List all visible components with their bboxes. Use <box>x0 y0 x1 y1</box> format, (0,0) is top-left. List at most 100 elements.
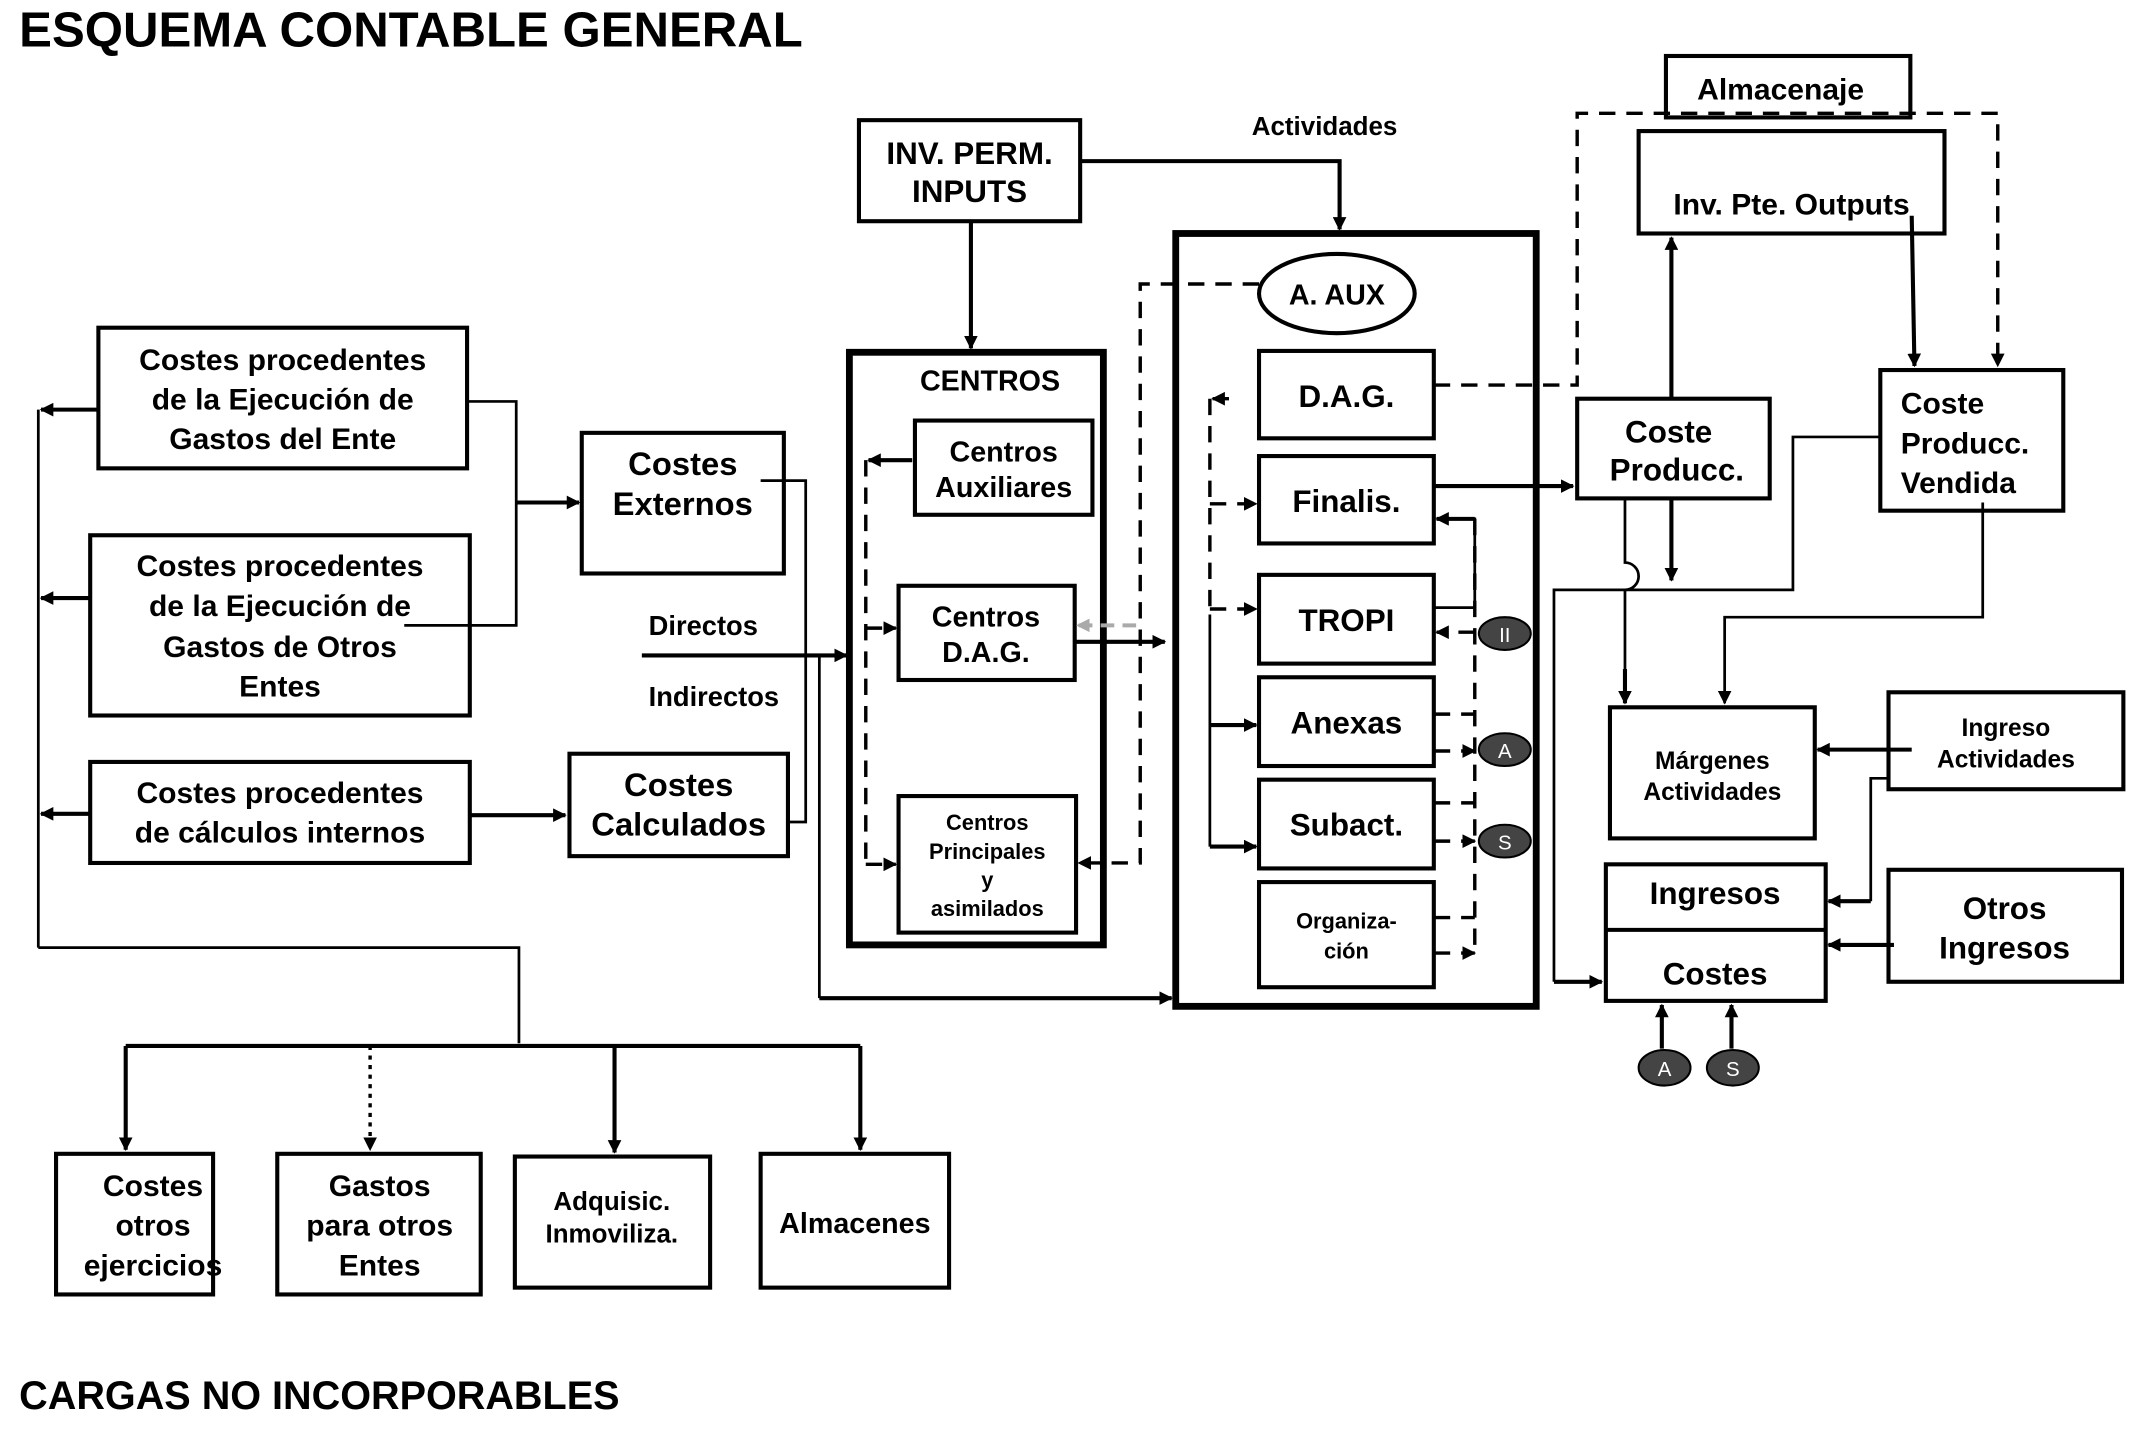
svg-text:II: II <box>1499 624 1510 647</box>
box-almacenaje: Almacenaje <box>1663 53 1913 120</box>
svg-text:de la Ejecución de: de la Ejecución de <box>149 590 411 623</box>
svg-text:Márgenes: Márgenes <box>1655 748 1770 775</box>
svg-text:CENTROS: CENTROS <box>920 366 1060 398</box>
box-costes-calculos-internos: Costes procedentes de cálculos internos <box>88 759 472 866</box>
svg-text:Actividades: Actividades <box>1643 779 1781 806</box>
box-costes-ente: Costes procedentes de la Ejecución de Ga… <box>96 325 470 471</box>
svg-text:S: S <box>1726 1058 1740 1081</box>
svg-text:INV. PERM.: INV. PERM. <box>886 136 1052 171</box>
svg-text:Ingreso: Ingreso <box>1962 715 2051 742</box>
box-almacenes: Almacenes <box>758 1151 952 1290</box>
svg-text:Costes procedentes: Costes procedentes <box>136 550 423 583</box>
svg-text:para otros: para otros <box>306 1210 453 1243</box>
box-dag: D.A.G. <box>1256 348 1436 441</box>
label-costes: Costes <box>1663 956 1768 991</box>
box-otros-ingresos: Otros Ingresos <box>1886 867 2125 984</box>
svg-text:Anexas: Anexas <box>1291 705 1403 740</box>
box-centros-dag: Centros D.A.G. <box>896 583 1077 683</box>
svg-text:Organiza-: Organiza- <box>1296 909 1397 934</box>
svg-text:Otros: Otros <box>1963 891 2047 926</box>
box-adquisic-inmoviliza: Adquisic. Inmoviliza. <box>512 1154 713 1290</box>
diagram-title: ESQUEMA CONTABLE GENERAL <box>19 3 803 57</box>
box-ingresos-costes: Ingresos Costes <box>1603 862 1828 1003</box>
svg-text:Costes: Costes <box>624 766 733 803</box>
svg-text:INPUTS: INPUTS <box>912 174 1027 209</box>
box-tropi: TROPI <box>1256 572 1436 666</box>
svg-text:Entes: Entes <box>339 1249 421 1282</box>
box-actividades <box>1172 230 1540 1010</box>
svg-text:de la Ejecución de: de la Ejecución de <box>152 384 414 417</box>
svg-text:Actividades: Actividades <box>1937 746 2075 773</box>
svg-text:ejercicios: ejercicios <box>84 1249 223 1282</box>
box-coste-producc-vendida: Coste Producc. Vendida <box>1878 367 2066 513</box>
ellipse-a-aux: A. AUX <box>1256 251 1417 336</box>
svg-text:Inv. Pte. Outputs: Inv. Pte. Outputs <box>1673 188 1909 221</box>
box-inv-pte-outputs: Inv. Pte. Outputs <box>1636 129 1947 236</box>
svg-text:Almacenaje: Almacenaje <box>1697 74 1864 107</box>
box-subact: Subact. <box>1256 777 1436 871</box>
svg-text:Centros: Centros <box>950 437 1058 469</box>
svg-text:Gastos: Gastos <box>329 1170 431 1203</box>
svg-text:Gastos de Otros: Gastos de Otros <box>163 631 397 664</box>
box-anexas: Anexas <box>1256 675 1436 769</box>
badge-a: A <box>1477 732 1532 768</box>
svg-text:de cálculos internos: de cálculos internos <box>135 816 425 849</box>
badge-ii: II <box>1477 616 1532 651</box>
connectors <box>36 111 2005 1154</box>
svg-text:ción: ción <box>1324 939 1369 964</box>
svg-text:D.A.G.: D.A.G. <box>1298 379 1394 414</box>
svg-text:S: S <box>1498 831 1512 854</box>
svg-text:Ingresos: Ingresos <box>1939 931 2070 966</box>
svg-text:Principales: Principales <box>929 839 1045 864</box>
badge-s-bottom: S <box>1705 1049 1760 1087</box>
badge-s: S <box>1477 823 1532 859</box>
svg-text:D.A.G.: D.A.G. <box>942 637 1030 669</box>
svg-text:Costes: Costes <box>628 445 737 482</box>
footer-title: CARGAS NO INCORPORABLES <box>19 1374 619 1418</box>
label-directos: Directos <box>649 610 758 641</box>
box-costes-calculados: Costes Calculados <box>567 751 790 859</box>
box-coste-producc: Coste Producc. <box>1575 396 1772 501</box>
box-margenes-actividades: Márgenes Actividades <box>1607 705 1817 841</box>
box-gastos-otros-entes: Gastos para otros Entes <box>275 1151 483 1297</box>
svg-text:Centros: Centros <box>946 810 1028 835</box>
box-finalis: Finalis. <box>1256 454 1436 546</box>
svg-text:Inmoviliza.: Inmoviliza. <box>545 1221 678 1249</box>
svg-text:Auxiliares: Auxiliares <box>935 472 1072 504</box>
svg-text:Externos: Externos <box>613 485 753 522</box>
svg-text:Gastos del Ente: Gastos del Ente <box>169 423 396 456</box>
svg-text:otros: otros <box>115 1210 190 1243</box>
svg-text:Costes procedentes: Costes procedentes <box>136 777 423 810</box>
svg-text:Subact.: Subact. <box>1290 808 1403 843</box>
svg-text:Entes: Entes <box>239 670 321 703</box>
svg-text:Adquisic.: Adquisic. <box>553 1188 670 1216</box>
box-inv-perm-inputs: INV. PERM. INPUTS <box>856 118 1083 224</box>
svg-text:asimilados: asimilados <box>931 896 1044 921</box>
box-ingreso-actividades: Ingreso Actividades <box>1886 690 2126 792</box>
box-costes-externos: Costes Externos <box>579 430 786 576</box>
badge-a-bottom: A <box>1637 1049 1692 1087</box>
svg-text:Almacenes: Almacenes <box>779 1208 930 1240</box>
svg-text:A: A <box>1658 1058 1672 1081</box>
label-indirectos: Indirectos <box>649 681 779 712</box>
box-centros-principales: Centros Principales y asimilados <box>896 794 1079 935</box>
svg-text:A: A <box>1498 740 1512 763</box>
svg-text:Centros: Centros <box>932 602 1040 634</box>
svg-text:Vendida: Vendida <box>1901 467 2016 500</box>
box-centros: CENTROS <box>845 348 1107 949</box>
svg-text:y: y <box>981 868 994 893</box>
svg-text:Coste: Coste <box>1625 414 1712 449</box>
svg-text:Finalis.: Finalis. <box>1292 484 1400 519</box>
svg-text:Producc.: Producc. <box>1610 453 1744 488</box>
box-costes-otros-ejercicios: Costes otros ejercicios <box>54 1151 223 1297</box>
svg-text:Costes: Costes <box>103 1170 203 1203</box>
svg-text:A. AUX: A. AUX <box>1289 279 1385 311</box>
box-centros-auxiliares: Centros Auxiliares <box>912 418 1095 517</box>
box-costes-otros-entes: Costes procedentes de la Ejecución de Ga… <box>88 533 472 718</box>
svg-text:Coste: Coste <box>1901 388 1984 421</box>
svg-text:Calculados: Calculados <box>591 806 766 843</box>
svg-text:Costes procedentes: Costes procedentes <box>139 344 426 377</box>
label-ingresos: Ingresos <box>1650 876 1781 911</box>
